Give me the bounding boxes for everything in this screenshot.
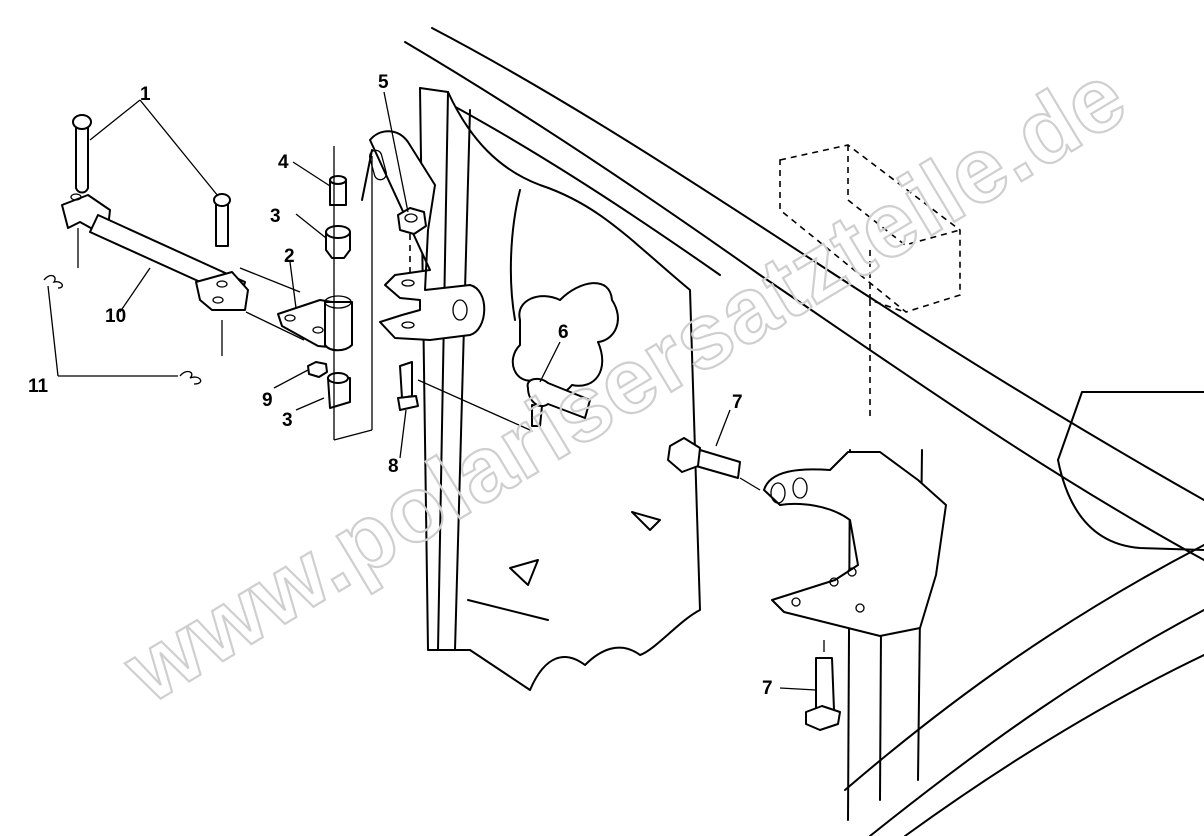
bushings xyxy=(307,175,351,409)
callout-3-upper: 3 xyxy=(270,206,281,227)
hinge-plate xyxy=(361,130,486,341)
vehicle-frame xyxy=(404,27,1204,836)
callout-4: 4 xyxy=(278,152,289,173)
callout-10: 10 xyxy=(105,306,126,327)
callout-8: 8 xyxy=(388,456,399,477)
callout-1: 1 xyxy=(140,84,151,105)
callout-9: 9 xyxy=(262,390,273,411)
callout-labels: 1 2 3 3 4 5 6 7 7 8 9 10 11 xyxy=(28,72,773,699)
pivot-bracket xyxy=(277,295,353,352)
steering-link xyxy=(43,114,249,385)
callout-2: 2 xyxy=(284,246,295,267)
motor-mount-bracket xyxy=(667,437,947,731)
callout-5: 5 xyxy=(378,72,389,93)
callout-7-upper: 7 xyxy=(732,392,743,413)
engine-outline xyxy=(779,144,961,420)
callout-6: 6 xyxy=(558,322,569,343)
leader-lines xyxy=(47,91,825,691)
bolts xyxy=(397,361,591,427)
callout-3-lower: 3 xyxy=(282,410,293,431)
callout-7-lower: 7 xyxy=(762,678,773,699)
callout-11: 11 xyxy=(28,376,49,397)
